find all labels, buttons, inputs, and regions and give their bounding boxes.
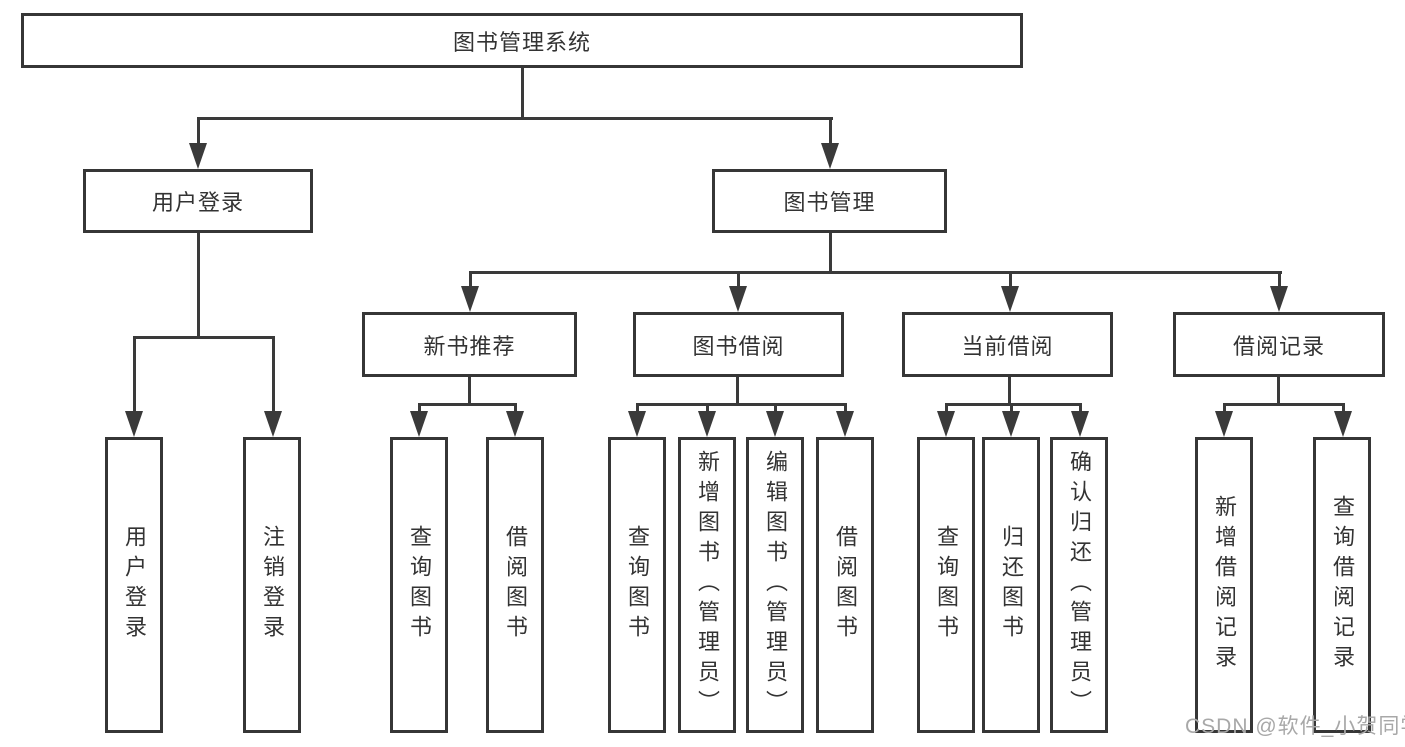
node-new-book-recommend: 新书推荐 <box>362 312 577 377</box>
csdn-watermark: CSDN @软件_小贺同学 <box>1185 715 1405 738</box>
arrowhead-icon <box>1215 411 1233 437</box>
node-borrow-edit-books-admin: 编辑图书（管理员） <box>746 437 804 733</box>
node-borrow-records: 借阅记录 <box>1173 312 1385 377</box>
connector-stem <box>1008 377 1011 405</box>
arrowhead-icon <box>1071 411 1089 437</box>
node-current-query-books: 查询图书 <box>917 437 975 733</box>
connector-stem <box>736 377 739 405</box>
connector-hline <box>133 336 275 339</box>
arrowhead-icon <box>410 411 428 437</box>
arrowhead-icon <box>506 411 524 437</box>
connector-stem <box>1010 403 1013 415</box>
connector-stem <box>514 403 517 415</box>
node-user-login-group: 用户登录 <box>83 169 313 233</box>
connector-hline <box>636 403 847 406</box>
node-book-borrow: 图书借阅 <box>633 312 844 377</box>
connector-hline <box>1223 403 1345 406</box>
node-borrow-borrow-books: 借阅图书 <box>816 437 874 733</box>
node-book-management-group: 图书管理 <box>712 169 947 233</box>
arrowhead-icon <box>461 286 479 312</box>
connector-stem <box>1277 377 1280 405</box>
connector-stem <box>844 403 847 415</box>
node-user-login: 用户登录 <box>105 437 163 733</box>
connector-stem <box>636 403 639 415</box>
node-recommend-query-books: 查询图书 <box>390 437 448 733</box>
node-root-system: 图书管理系统 <box>21 13 1023 68</box>
arrowhead-icon <box>821 143 839 169</box>
arrowhead-icon <box>1002 411 1020 437</box>
node-current-confirm-return-admin: 确认归还（管理员） <box>1050 437 1108 733</box>
arrowhead-icon <box>937 411 955 437</box>
arrowhead-icon <box>698 411 716 437</box>
connector-stem <box>1342 403 1345 415</box>
connector-book-mgmt-stem <box>829 117 832 145</box>
arrowhead-icon <box>1001 286 1019 312</box>
connector-stem <box>1278 271 1281 289</box>
connector-stem <box>737 271 740 289</box>
node-current-return-books: 归还图书 <box>982 437 1040 733</box>
arrowhead-icon <box>836 411 854 437</box>
connector-user-login-stem <box>197 117 200 145</box>
node-current-borrow: 当前借阅 <box>902 312 1113 377</box>
connector-stem <box>418 403 421 415</box>
connector-hline <box>418 403 517 406</box>
node-borrow-query-books: 查询图书 <box>608 437 666 733</box>
connector-stem <box>945 403 948 415</box>
arrowhead-icon <box>1270 286 1288 312</box>
connector-root-stem <box>521 68 524 118</box>
connector-stem <box>1009 271 1012 289</box>
connector-level1-hline <box>197 117 833 120</box>
connector-stem <box>774 403 777 415</box>
arrowhead-icon <box>125 411 143 437</box>
arrowhead-icon <box>1334 411 1352 437</box>
node-logout: 注销登录 <box>243 437 301 733</box>
connector-stem <box>468 377 471 405</box>
connector-stem <box>133 336 136 413</box>
connector-stem <box>469 271 472 289</box>
node-records-query-record: 查询借阅记录 <box>1313 437 1371 733</box>
node-records-add-record: 新增借阅记录 <box>1195 437 1253 733</box>
arrowhead-icon <box>766 411 784 437</box>
arrowhead-icon <box>264 411 282 437</box>
connector-stem <box>829 233 832 273</box>
connector-stem <box>197 233 200 337</box>
connector-level2-hline <box>469 271 1282 274</box>
arrowhead-icon <box>189 143 207 169</box>
arrowhead-icon <box>729 286 747 312</box>
connector-stem <box>706 403 709 415</box>
arrowhead-icon <box>628 411 646 437</box>
node-borrow-add-books-admin: 新增图书（管理员） <box>678 437 736 733</box>
connector-stem <box>1223 403 1226 415</box>
connector-stem <box>1079 403 1082 415</box>
connector-hline <box>945 403 1082 406</box>
node-recommend-borrow-books: 借阅图书 <box>486 437 544 733</box>
connector-stem <box>272 336 275 413</box>
